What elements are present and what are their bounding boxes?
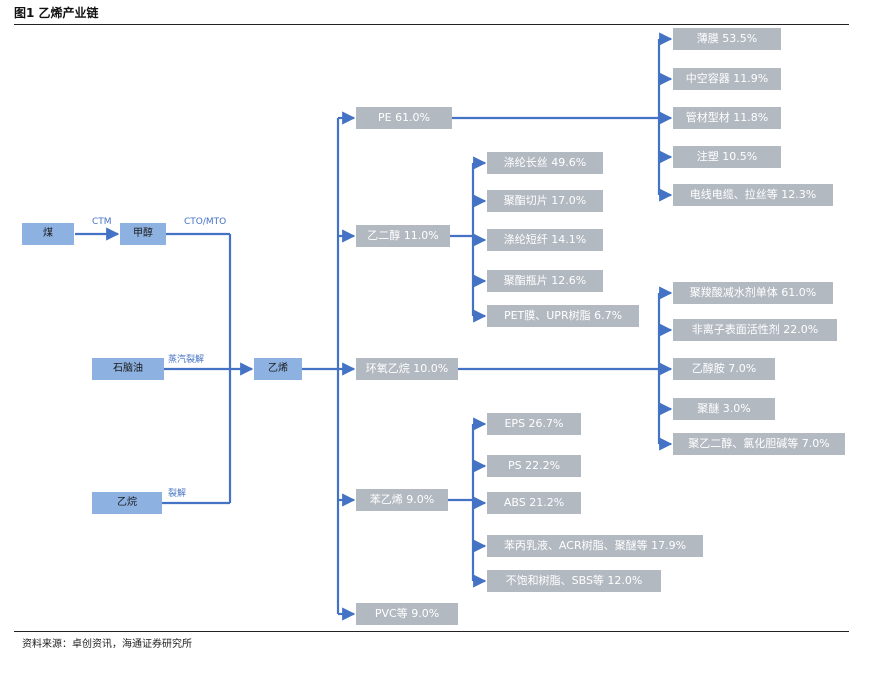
node-sm: 苯乙烯 9.0% [356, 489, 448, 511]
edge-label-cto-mto: CTO/MTO [184, 217, 227, 227]
figure-source: 资料来源：卓创资讯，海通证券研究所 [22, 639, 192, 650]
node-pe-use: 管材型材 11.8% [673, 107, 781, 129]
node-eo: 环氧乙烷 10.0% [356, 358, 458, 380]
node-eo-use: 聚醚 3.0% [673, 398, 775, 420]
node-coal: 煤 [22, 223, 74, 245]
node-pvc: PVC等 9.0% [356, 603, 458, 625]
node-sm-use: 苯丙乳液、ACR树脂、聚醚等 17.9% [487, 535, 703, 557]
node-ethylene: 乙烯 [254, 358, 302, 380]
node-pe-use: 注塑 10.5% [673, 146, 781, 168]
node-sm-use: EPS 26.7% [487, 413, 581, 435]
node-sm-use: 不饱和树脂、SBS等 12.0% [487, 570, 661, 592]
node-pe: PE 61.0% [356, 107, 452, 129]
edge-label-steam-cracking: 蒸汽裂解 [168, 355, 205, 365]
edge-label-ctm: CTM [92, 217, 112, 227]
node-naphtha: 石脑油 [92, 358, 164, 380]
figure-title: 图1 乙烯产业链 [14, 6, 99, 20]
node-methanol: 甲醇 [120, 223, 166, 245]
top-rule [14, 24, 849, 25]
node-eo-use: 聚羧酸减水剂单体 61.0% [673, 282, 833, 304]
node-meg-use: 聚酯切片 17.0% [487, 190, 603, 212]
edge-label-cracking: 裂解 [168, 489, 187, 499]
node-meg-use: 涤纶长丝 49.6% [487, 152, 603, 174]
node-meg-use: 涤纶短纤 14.1% [487, 229, 603, 251]
node-meg-use: PET膜、UPR树脂 6.7% [487, 305, 639, 327]
node-sm-use: PS 22.2% [487, 455, 581, 477]
node-sm-use: ABS 21.2% [487, 492, 581, 514]
node-meg: 乙二醇 11.0% [356, 225, 450, 247]
bottom-rule [14, 631, 849, 632]
node-eo-use: 聚乙二醇、氯化胆碱等 7.0% [673, 433, 845, 455]
node-pe-use: 电线电缆、拉丝等 12.3% [673, 184, 833, 206]
node-eo-use: 非离子表面活性剂 22.0% [673, 319, 837, 341]
node-ethane: 乙烷 [92, 492, 162, 514]
node-pe-use: 薄膜 53.5% [673, 28, 781, 50]
node-meg-use: 聚酯瓶片 12.6% [487, 270, 603, 292]
node-pe-use: 中空容器 11.9% [673, 68, 781, 90]
node-eo-use: 乙醇胺 7.0% [673, 358, 775, 380]
